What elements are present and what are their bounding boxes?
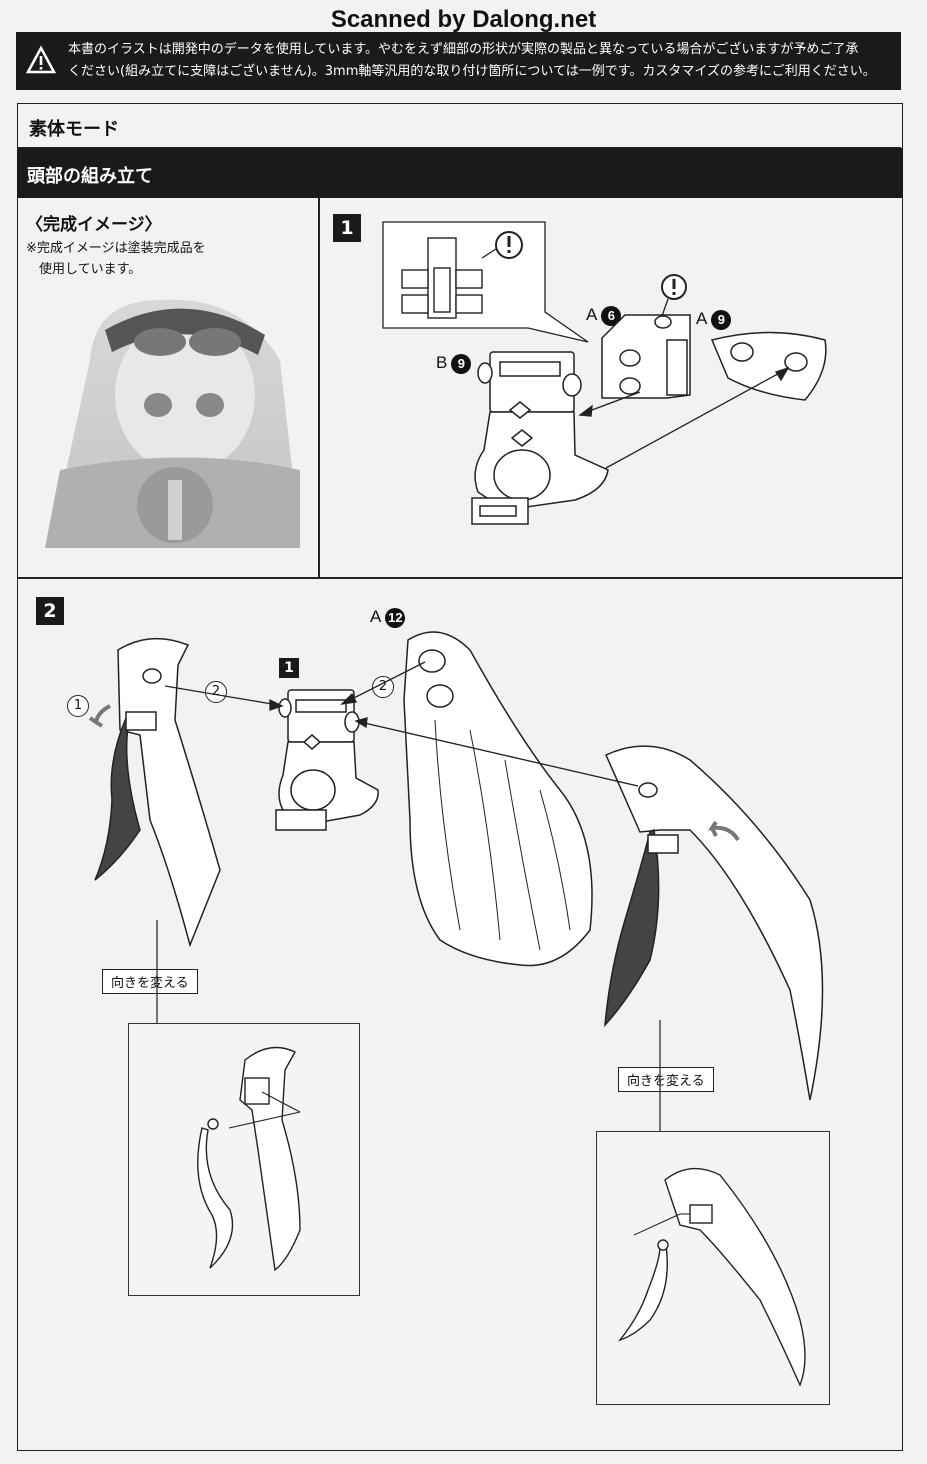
part-a6-sketch: [601, 314, 691, 399]
completed-image-title: 〈完成イメージ〉: [26, 215, 162, 235]
assembly-arrows: [578, 366, 790, 469]
warning-banner: 本書のイラストは開発中のデータを使用しています。やむをえず細部の形状が実際の製品…: [16, 32, 901, 90]
section-band: 頭部の組み立て: [17, 148, 903, 198]
order-marker-2-top: 2: [372, 676, 394, 698]
order-marker-2-left: 2: [205, 681, 227, 703]
note-line2: 使用しています。: [39, 262, 142, 277]
part-a9-sketch: [710, 331, 827, 401]
step1-number: 1: [333, 214, 361, 242]
warning-icon: [25, 45, 57, 74]
note-line1: ※完成イメージは塗装完成品を: [26, 241, 206, 256]
instruction-frame: [17, 103, 903, 1451]
part-b9-sketch: [471, 351, 609, 525]
back-hair-sketch: [403, 631, 593, 967]
rotate-arrow-icon: [707, 820, 740, 842]
step2-number: 2: [36, 597, 64, 625]
left-side-hair-sketch: [94, 637, 221, 948]
order-marker-1-left: 1: [67, 695, 89, 717]
completed-image-note: ※完成イメージは塗装完成品を 使用しています。: [26, 238, 286, 280]
warning-text-line1: 本書のイラストは開発中のデータを使用しています。やむをえず細部の形状が実際の製品…: [68, 42, 859, 57]
turn-label-right: 向きを変える: [618, 1067, 714, 1092]
turn-label-left: 向きを変える: [102, 969, 198, 994]
callout-part-sketch: [401, 237, 483, 319]
panel-divider: [318, 198, 320, 578]
rotate-arrow-icon: [88, 704, 111, 728]
part-a10-sketch: [197, 1118, 234, 1269]
right-side-hair-sketch: [604, 745, 824, 1101]
section-title: 頭部の組み立て: [27, 166, 153, 187]
exclamation-icon: [481, 231, 523, 259]
watermark: Scanned by Dalong.net: [330, 6, 597, 33]
part-a7-sketch: [617, 1239, 669, 1342]
part-a13-sketch: [664, 1167, 806, 1387]
part-a11-sketch: [239, 1046, 301, 1272]
mode-title: 素体モード: [29, 119, 119, 140]
step-divider: [17, 577, 903, 579]
step1-reference-badge: 1: [279, 658, 299, 678]
assembly-arrows: [164, 661, 639, 787]
mode-header: 素体モード: [17, 103, 901, 148]
head-core-sketch: [275, 689, 379, 831]
warning-text-line2: ください(組み立てに支障はございません)。3mm軸等汎用的な取り付け箇所について…: [68, 64, 876, 79]
exclamation-icon: [661, 274, 687, 317]
